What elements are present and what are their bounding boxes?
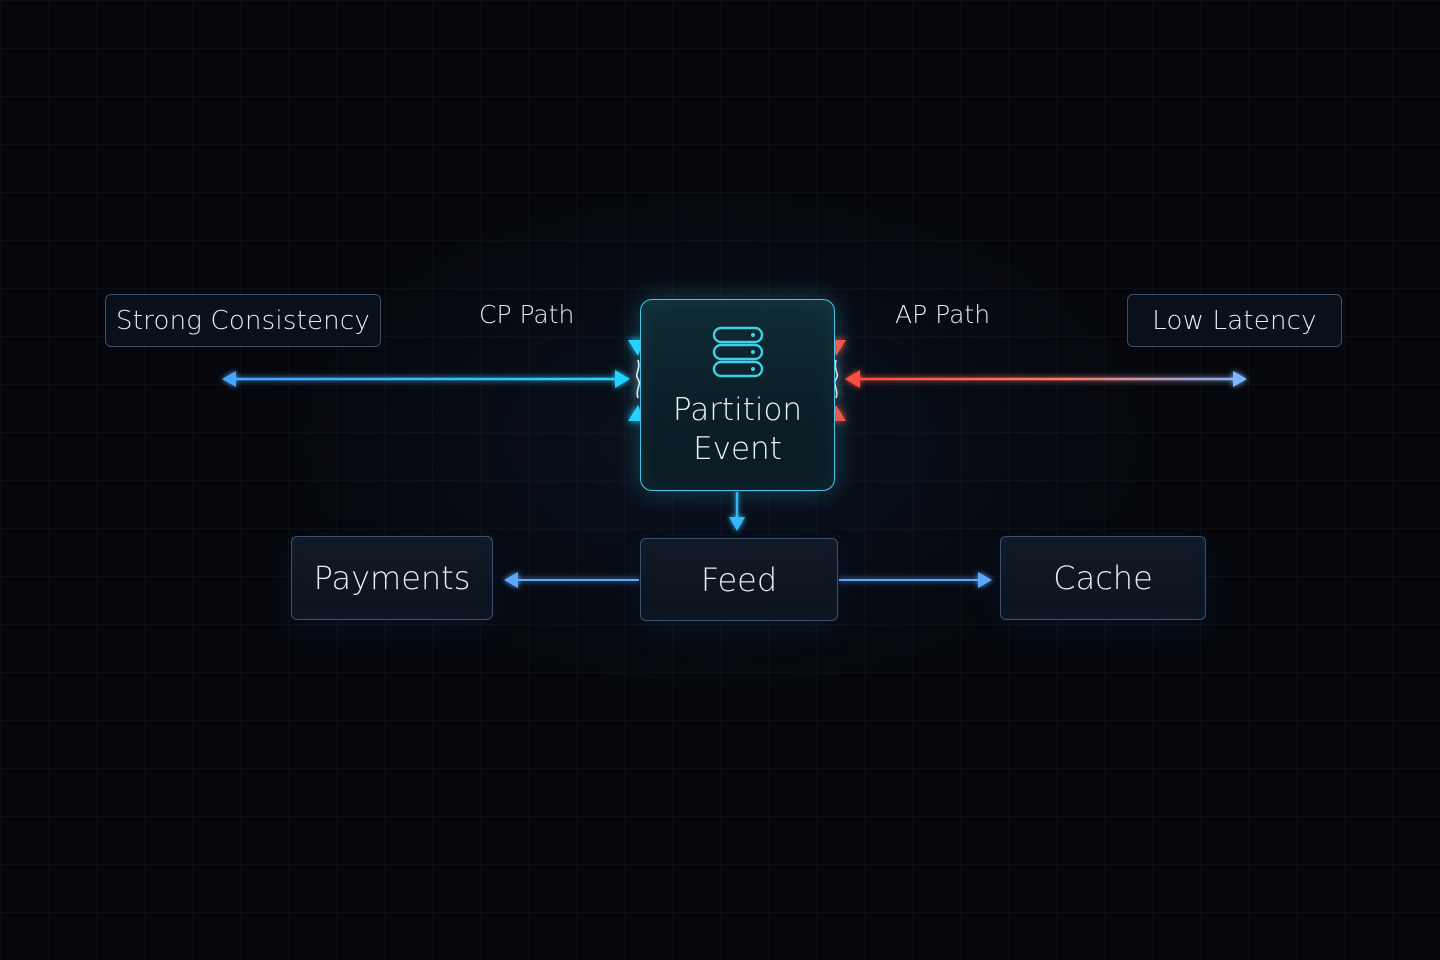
cache-label: Cache — [1053, 559, 1153, 597]
strong-consistency-label: Strong Consistency — [116, 305, 370, 336]
feed-label: Feed — [700, 560, 778, 599]
partition-to-feed-arrow — [729, 492, 745, 531]
cp-path-arrow — [222, 370, 630, 388]
feed-node: Feed — [640, 538, 838, 621]
database-icon — [712, 326, 763, 378]
ap-path-arrow — [845, 370, 1247, 388]
ap-path-label: AP Path — [895, 300, 991, 329]
feed-to-payments-arrow — [504, 572, 639, 588]
payments-label: Payments — [313, 559, 471, 597]
low-latency-node: Low Latency — [1127, 294, 1342, 347]
cache-node: Cache — [1000, 536, 1206, 620]
feed-to-cache-arrow — [839, 572, 992, 588]
strong-consistency-node: Strong Consistency — [105, 294, 381, 347]
cp-path-label: CP Path — [479, 300, 575, 329]
low-latency-label: Low Latency — [1152, 305, 1317, 336]
partition-event-node: Partition Event — [640, 299, 835, 491]
payments-node: Payments — [291, 536, 493, 620]
partition-event-label: Partition Event — [672, 392, 803, 467]
